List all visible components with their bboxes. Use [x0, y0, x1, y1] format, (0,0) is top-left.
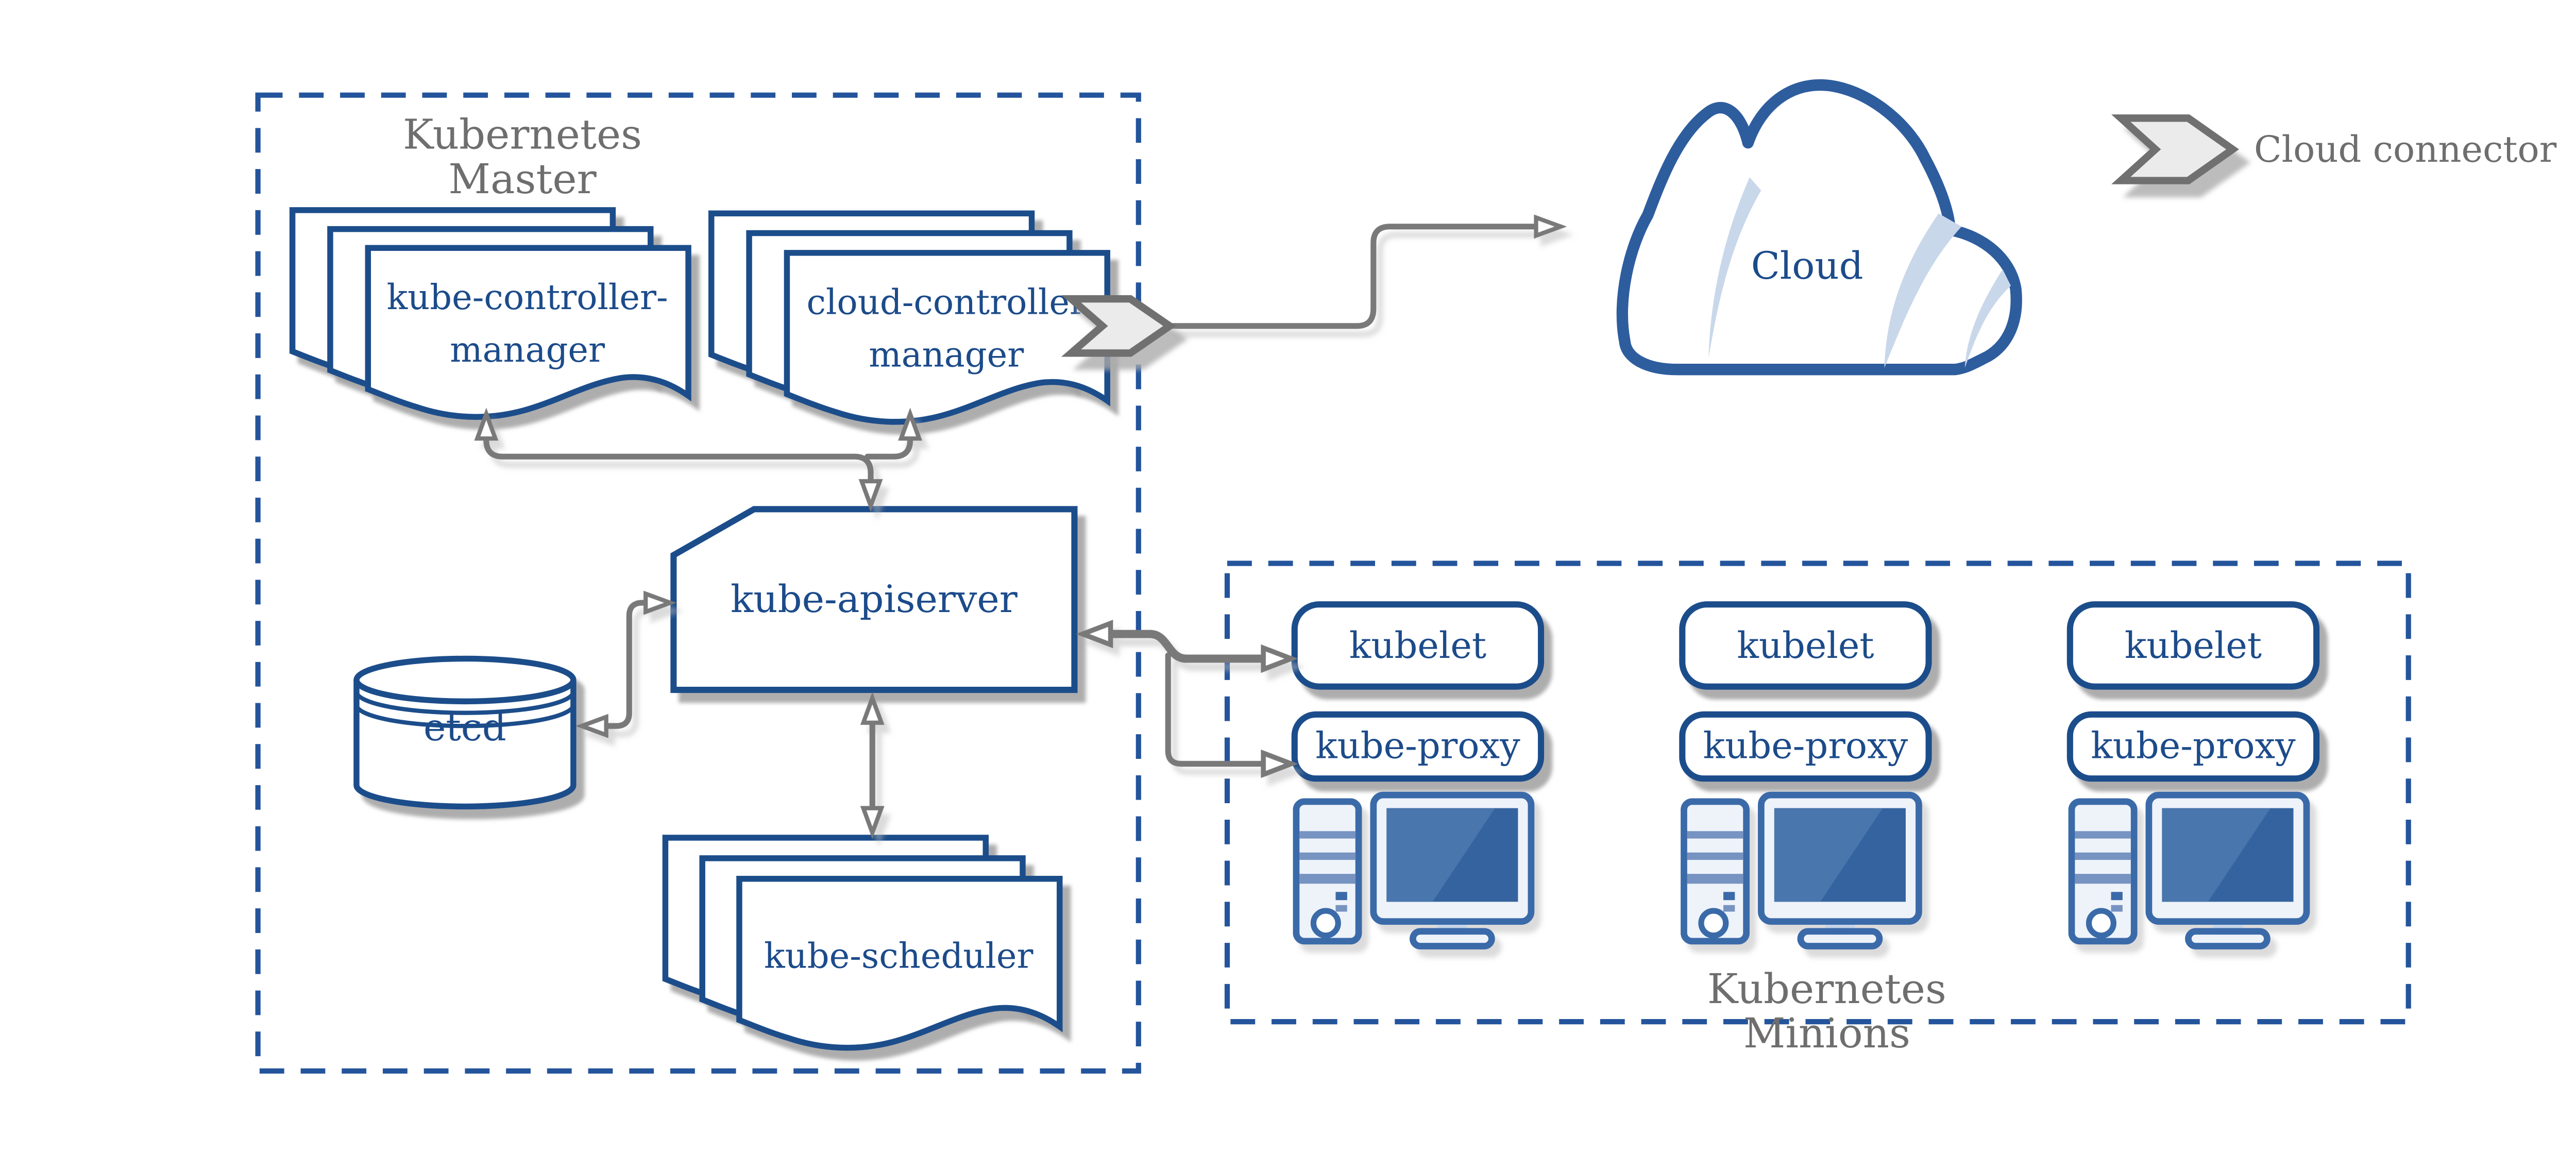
cloud-highlight-icon	[1964, 269, 2011, 368]
kubelet-node	[2066, 601, 2320, 690]
arrowhead-right-icon	[646, 594, 670, 612]
arrowhead-right-icon	[1263, 753, 1291, 774]
etcd-label: etcd	[423, 706, 506, 750]
cloud-highlight-icon	[1884, 213, 1962, 368]
kube-apiserver-node: kube-apiserver	[670, 506, 1078, 693]
master-title-line1: Kubernetes	[403, 111, 642, 159]
desktop-computer-icon	[1296, 795, 1531, 946]
minions-title-line2: Minions	[1743, 1009, 1910, 1057]
arrow-apiserver-kube-proxy	[1165, 652, 1291, 774]
kubelet-label: kubelet	[1349, 624, 1486, 667]
kubernetes-master-boundary	[255, 92, 1141, 1074]
cloud-connector-legend-icon	[2111, 114, 2240, 184]
kube-apiserver-label: kube-apiserver	[731, 578, 1018, 621]
arrow-apiserver-scheduler	[863, 698, 882, 833]
cloud-label: Cloud	[1751, 244, 1863, 288]
kube-controller-manager-node: kube-controller- manager	[293, 210, 688, 417]
connectors	[477, 217, 1561, 833]
kubelet-node	[1291, 601, 1545, 690]
minion-column-1: kubelet kube-proxy	[1291, 601, 1545, 946]
desktop-computer-icon	[2072, 795, 2307, 946]
etcd-node: etcd	[353, 655, 577, 810]
kubelet-label: kubelet	[1737, 624, 1874, 667]
arrowhead-left-icon	[1082, 623, 1110, 645]
legend-label: Cloud connector	[2254, 128, 2557, 171]
cloud-shape	[1616, 79, 2022, 376]
kube-proxy-label: kube-proxy	[1315, 724, 1520, 767]
cloud-controller-manager-label-line1: cloud-controller	[807, 282, 1086, 322]
minion-column-2: kubelet kube-proxy	[1679, 601, 1932, 946]
kube-scheduler-label: kube-scheduler	[764, 936, 1033, 976]
arrowhead-right-icon	[1536, 217, 1561, 235]
arrowhead-right-icon	[1263, 648, 1291, 669]
kube-proxy-node	[1291, 711, 1545, 782]
arrow-apiserver-kubelet	[1082, 623, 1291, 669]
minion-column-3: kubelet kube-proxy	[2066, 601, 2320, 946]
cloud-controller-manager-node: cloud-controller manager	[711, 213, 1107, 422]
kube-controller-manager-label-line1: kube-controller-	[387, 277, 668, 317]
minions-title-line1: Kubernetes	[1707, 965, 1946, 1013]
arrow-chevron-cloud	[1166, 217, 1561, 329]
master-title-line2: Master	[448, 155, 597, 203]
arrowhead-left-icon	[582, 717, 606, 735]
arrow-apiserver-etcd	[582, 594, 670, 735]
arrowhead-up-icon	[863, 698, 882, 723]
cloud-controller-manager-label-line2: manager	[869, 335, 1024, 375]
arrowhead-down-icon	[862, 481, 880, 506]
kube-proxy-label: kube-proxy	[1703, 724, 1908, 767]
arrow-controllers-apiserver	[477, 414, 919, 506]
cloud-highlight-icon	[1708, 177, 1761, 358]
kube-controller-manager-label-line2: manager	[450, 330, 605, 370]
kubelet-label: kubelet	[2125, 624, 2262, 667]
cloud-node: Cloud	[1616, 79, 2022, 376]
kube-proxy-label: kube-proxy	[2091, 724, 2296, 767]
desktop-computer-icon	[1684, 795, 1919, 946]
legend: Cloud connector	[2111, 114, 2557, 184]
kube-proxy-node	[1679, 711, 1932, 782]
cloud-connector-icon	[1061, 295, 1177, 357]
kube-proxy-node	[2066, 711, 2320, 782]
kubernetes-minions-boundary	[1224, 561, 2411, 1025]
arrowhead-down-icon	[863, 808, 882, 833]
kubelet-node	[1679, 601, 1932, 690]
kube-scheduler-node: kube-scheduler	[665, 838, 1059, 1048]
